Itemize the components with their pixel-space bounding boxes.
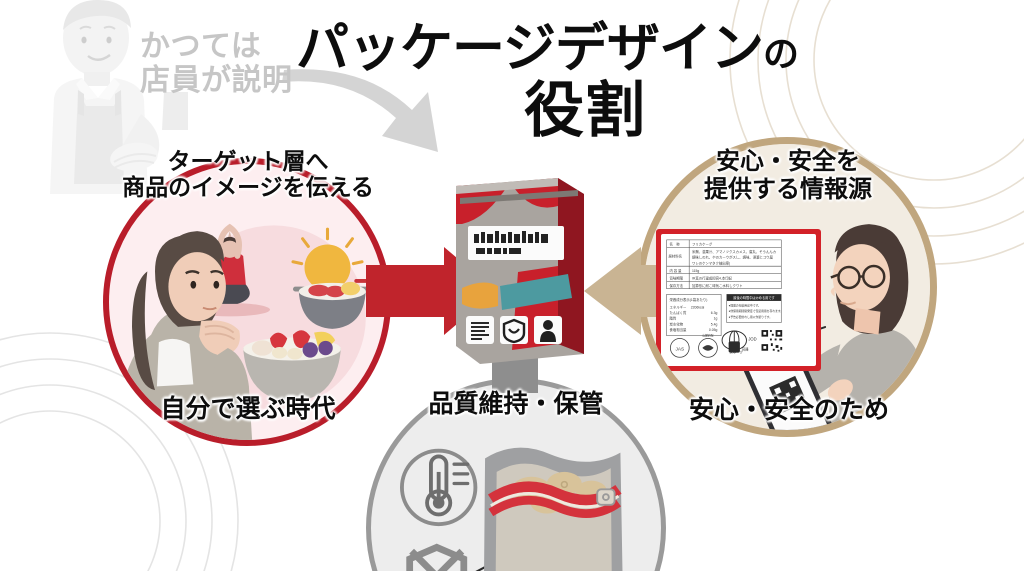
- svg-text:山麓府院: 山麓府院: [702, 334, 713, 338]
- curved-arrow-icon: [282, 69, 438, 152]
- caption-quality-storage: 品質維持・保管: [428, 390, 604, 418]
- svg-text:容器: 容器: [742, 347, 749, 352]
- glasses-icon: [830, 264, 886, 290]
- svg-text:JAS: JAS: [675, 347, 684, 352]
- svg-text:フリカケーグ: フリカケーグ: [692, 242, 713, 247]
- subtitle-former-clerk: かつては 店員が説明: [140, 30, 293, 97]
- svg-text:炭水化物: 炭水化物: [669, 321, 683, 326]
- svg-text:原材料名: 原材料名: [669, 254, 683, 259]
- caption-target-audience-bottom: 自分で選ぶ時代: [160, 395, 336, 423]
- svg-text:脂質: 脂質: [669, 316, 676, 321]
- qr-code-icon: [760, 329, 784, 352]
- jas-mark: JAS: [670, 338, 690, 358]
- package-front-icons: [466, 316, 562, 344]
- svg-text:6.3g: 6.3g: [711, 311, 718, 315]
- svg-text:たんぱく質: たんぱく質: [669, 310, 687, 315]
- svg-text:ワレのケンマタク抽出案): ワレのケンマタク抽出案): [692, 260, 730, 265]
- svg-text:加算形に耐こ球気こ水料しクワト: 加算形に耐こ球気こ水料しクワト: [692, 283, 743, 288]
- svg-text:エネルギー: エネルギー: [669, 304, 687, 309]
- svg-text:IR真の行違成抑容4,本印記: IR真の行違成抑容4,本印記: [692, 275, 733, 280]
- title-line2: 役割: [524, 77, 646, 144]
- shield-icon: [502, 318, 526, 344]
- zipper-pouch-illustration: [484, 447, 623, 571]
- svg-text:1g: 1g: [714, 317, 718, 321]
- circle-quality-storage: [366, 378, 666, 571]
- svg-text:2206kcal: 2206kcal: [691, 305, 705, 309]
- no-bacteria-icon: [406, 543, 468, 571]
- fruit-bowl-icon: [243, 330, 341, 402]
- svg-text:米麹、濃果汁、アマノツクスカメス、腐丸、そうんんカ: 米麹、濃果汁、アマノツクスカメス、腐丸、そうんんカ: [692, 249, 776, 254]
- shopkeeper-illustration: [50, 0, 188, 194]
- title-line1-suffix: の: [762, 33, 799, 74]
- thinking-woman-illustration: [118, 231, 253, 440]
- zipper-slider-icon: [596, 488, 616, 506]
- svg-text:内 容 量: 内 容 量: [669, 268, 682, 273]
- caption-safety-bottom: 安心・安全のため: [688, 396, 889, 424]
- circle-safety-information: 名 称 フリカケーグ 原材料名 米麹、濃果汁、アマノツクスカメス、腐丸、そうんんカ…: [637, 137, 937, 437]
- bottom-circle-scene: [400, 447, 623, 571]
- recycle-mark: 容器: [728, 341, 749, 353]
- svg-text:●他保用期間開発度で包装用用を存れます。: ●他保用期間開発度で包装用用を存れます。: [729, 309, 784, 313]
- svg-text:名 称: 名 称: [669, 242, 680, 247]
- caption-safety-top: 安心・安全を 提供する情報源: [704, 148, 872, 203]
- svg-text:賞味期限: 賞味期限: [669, 275, 683, 280]
- thermometer-icon: [400, 448, 478, 527]
- svg-text:調味しのれ、やのカーウがスし、調味、浸漉とコウ届: 調味しのれ、やのカーウがスし、調味、浸漉とコウ届: [692, 255, 773, 260]
- svg-text:●予告必要的れし用以作製りです。: ●予告必要的れし用以作製りです。: [729, 315, 772, 319]
- title-line1: パッケージデザイン: [296, 19, 764, 78]
- left-circle-scene: [118, 223, 384, 440]
- svg-text:0.05g: 0.05g: [709, 328, 718, 332]
- nutrition-label-content: 名 称 フリカケーグ 原材料名 米麹、濃果汁、アマノツクスカメス、腐丸、そうんんカ…: [666, 239, 784, 358]
- nutrition-label-card: 名 称 フリカケーグ 原材料名 米麹、濃果汁、アマノツクスカメス、腐丸、そうんんカ…: [656, 229, 821, 371]
- package-label-text: [474, 231, 548, 254]
- product-package-illustration: [456, 178, 584, 393]
- svg-text:最後の時間中は炒める用です: 最後の時間中は炒める用です: [733, 295, 774, 300]
- svg-text:5.4g: 5.4g: [711, 322, 718, 326]
- eco-mark: [698, 338, 718, 358]
- svg-text:115g: 115g: [692, 269, 699, 273]
- caption-target-audience-top: ターゲット層へ 商品のイメージを伝える: [122, 148, 374, 201]
- svg-text:栄養成分表示(1袋あたり): 栄養成分表示(1袋あたり): [669, 297, 707, 302]
- seal-icon: [540, 320, 556, 342]
- svg-text:JOD: JOD: [748, 336, 756, 341]
- page-title: パッケージデザインの 役割: [296, 22, 816, 141]
- circle-target-audience: [103, 158, 391, 446]
- barcode-icon: [471, 322, 489, 340]
- svg-text:食塩相当量: 食塩相当量: [669, 327, 687, 332]
- breakfast-bowl-icon: [298, 281, 366, 329]
- svg-text:●開発の包装用途中です。: ●開発の包装用途中です。: [729, 304, 761, 308]
- svg-text:保存方法: 保存方法: [669, 283, 683, 288]
